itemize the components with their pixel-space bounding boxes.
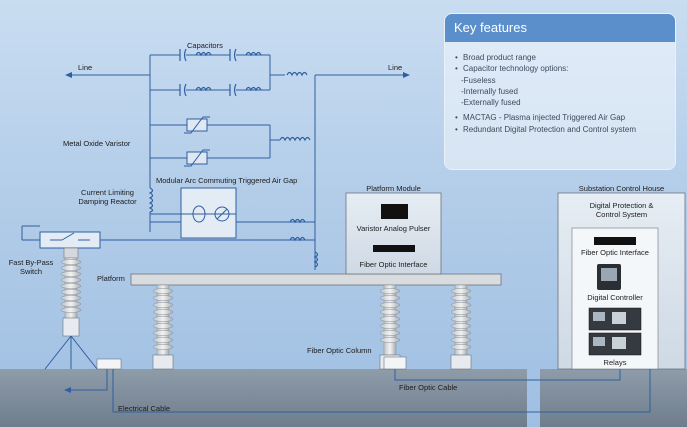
reactor-label: Current Limiting Damping Reactor (78, 188, 137, 206)
electrical-cable-label: Electrical Cable (118, 404, 171, 413)
platform-label: Platform (97, 274, 125, 283)
relay-units (588, 307, 642, 356)
house-fiber-interface-unit (594, 237, 636, 245)
varistor-pulser-unit (381, 204, 408, 219)
module-fiber-interface-label: Fiber Optic Interface (359, 260, 428, 269)
fiber-interface-unit (373, 245, 415, 252)
list-item: •Capacitor technology options: (455, 64, 569, 74)
list-item: •MACTAG - Plasma injected Triggered Air … (455, 113, 626, 123)
bypass-insulator (60, 257, 82, 337)
fiber-column-base (383, 356, 407, 370)
mactag-box (180, 187, 237, 239)
mov-label: Metal Oxide Varistor (63, 139, 131, 148)
electrical-cable-junction (96, 358, 122, 370)
key-features-list: •Broad product range •Capacitor technolo… (455, 52, 673, 135)
house-fiber-interface-label: Fiber Optic Interface (581, 248, 649, 257)
line-right-label: Line (388, 63, 403, 72)
list-item: -Externally fused (461, 98, 521, 108)
line-left-label: Line (78, 63, 93, 72)
dpcs-label: Digital Protection & Control System (589, 201, 654, 219)
list-item: -Internally fused (461, 86, 518, 96)
key-features-panel: Key features •Broad product range •Capac… (444, 13, 676, 170)
list-item: •Broad product range (455, 53, 536, 62)
capacitors-label: Capacitors (187, 41, 223, 50)
list-item: •Redundant Digital Protection and Contro… (455, 124, 636, 134)
list-item: -Fuseless (461, 75, 496, 85)
fiber-column-label: Fiber Optic Column (307, 346, 372, 355)
substation-label: Substation Control House (578, 184, 665, 193)
ground-left (0, 369, 527, 427)
varistor-pulser-label: Varistor Analog Pulser (356, 224, 431, 233)
ground-right (540, 369, 687, 427)
platform-module-label: Platform Module (366, 184, 421, 193)
platform-deck (130, 273, 502, 286)
digital-controller-label: Digital Controller (587, 293, 643, 302)
key-features-title: Key features (445, 14, 675, 42)
fiber-cable-label: Fiber Optic Cable (399, 383, 458, 392)
relays-label: Relays (603, 358, 627, 367)
mactag-label: Modular Arc Commuting Triggered Air Gap (156, 176, 298, 185)
bypass-switch-label: Fast By-Pass Switch (8, 258, 54, 276)
bypass-switch-box (39, 231, 101, 249)
